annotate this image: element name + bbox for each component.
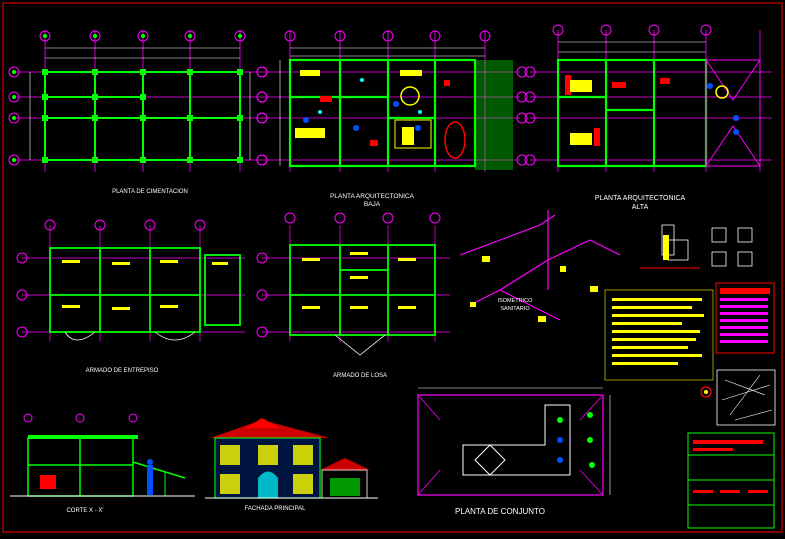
facade-title: FACHADA PRINCIPAL — [245, 506, 307, 512]
site-plan: PLANTA DE CONJUNTO — [417, 387, 611, 516]
slab-title: ARMADO DE LOSA — [333, 373, 387, 379]
mezzanine-framing-plan: ARMADO DE ENTREPISO — [16, 219, 245, 374]
foundation-plan: PLANTA DE CIMENTACION — [8, 30, 268, 195]
isometric-subtitle: SANITARIO — [500, 306, 530, 312]
section-title: CORTE X - X' — [66, 508, 103, 514]
isometric-sanitary: ISOMETRICO SANITARIO — [459, 210, 621, 322]
slab-framing-plan: ARMADO DE LOSA — [256, 212, 450, 379]
location-map — [700, 369, 776, 426]
site-plan-title: PLANTA DE CONJUNTO — [455, 507, 545, 516]
legend-notes — [604, 282, 775, 381]
ground-floor-subtitle: BAJA — [364, 201, 381, 208]
foundation-title: PLANTA DE CIMENTACION — [112, 189, 188, 195]
upper-floor-title: PLANTA ARQUITECTONICA — [595, 195, 686, 202]
main-facade: FACHADA PRINCIPAL — [205, 418, 378, 512]
ground-floor-plan: PLANTA ARQUITECTONICA BAJA — [256, 30, 528, 208]
upper-floor-subtitle: ALTA — [632, 204, 649, 211]
isometric-title: ISOMETRICO — [498, 298, 534, 304]
section-xx: CORTE X - X' — [10, 413, 195, 514]
construction-details — [640, 224, 753, 269]
upper-floor-plan: PLANTA ARQUITECTONICA ALTA — [524, 24, 772, 211]
title-block — [687, 432, 775, 529]
ground-floor-title: PLANTA ARQUITECTONICA — [330, 193, 415, 200]
mezzanine-title: ARMADO DE ENTREPISO — [86, 368, 159, 374]
